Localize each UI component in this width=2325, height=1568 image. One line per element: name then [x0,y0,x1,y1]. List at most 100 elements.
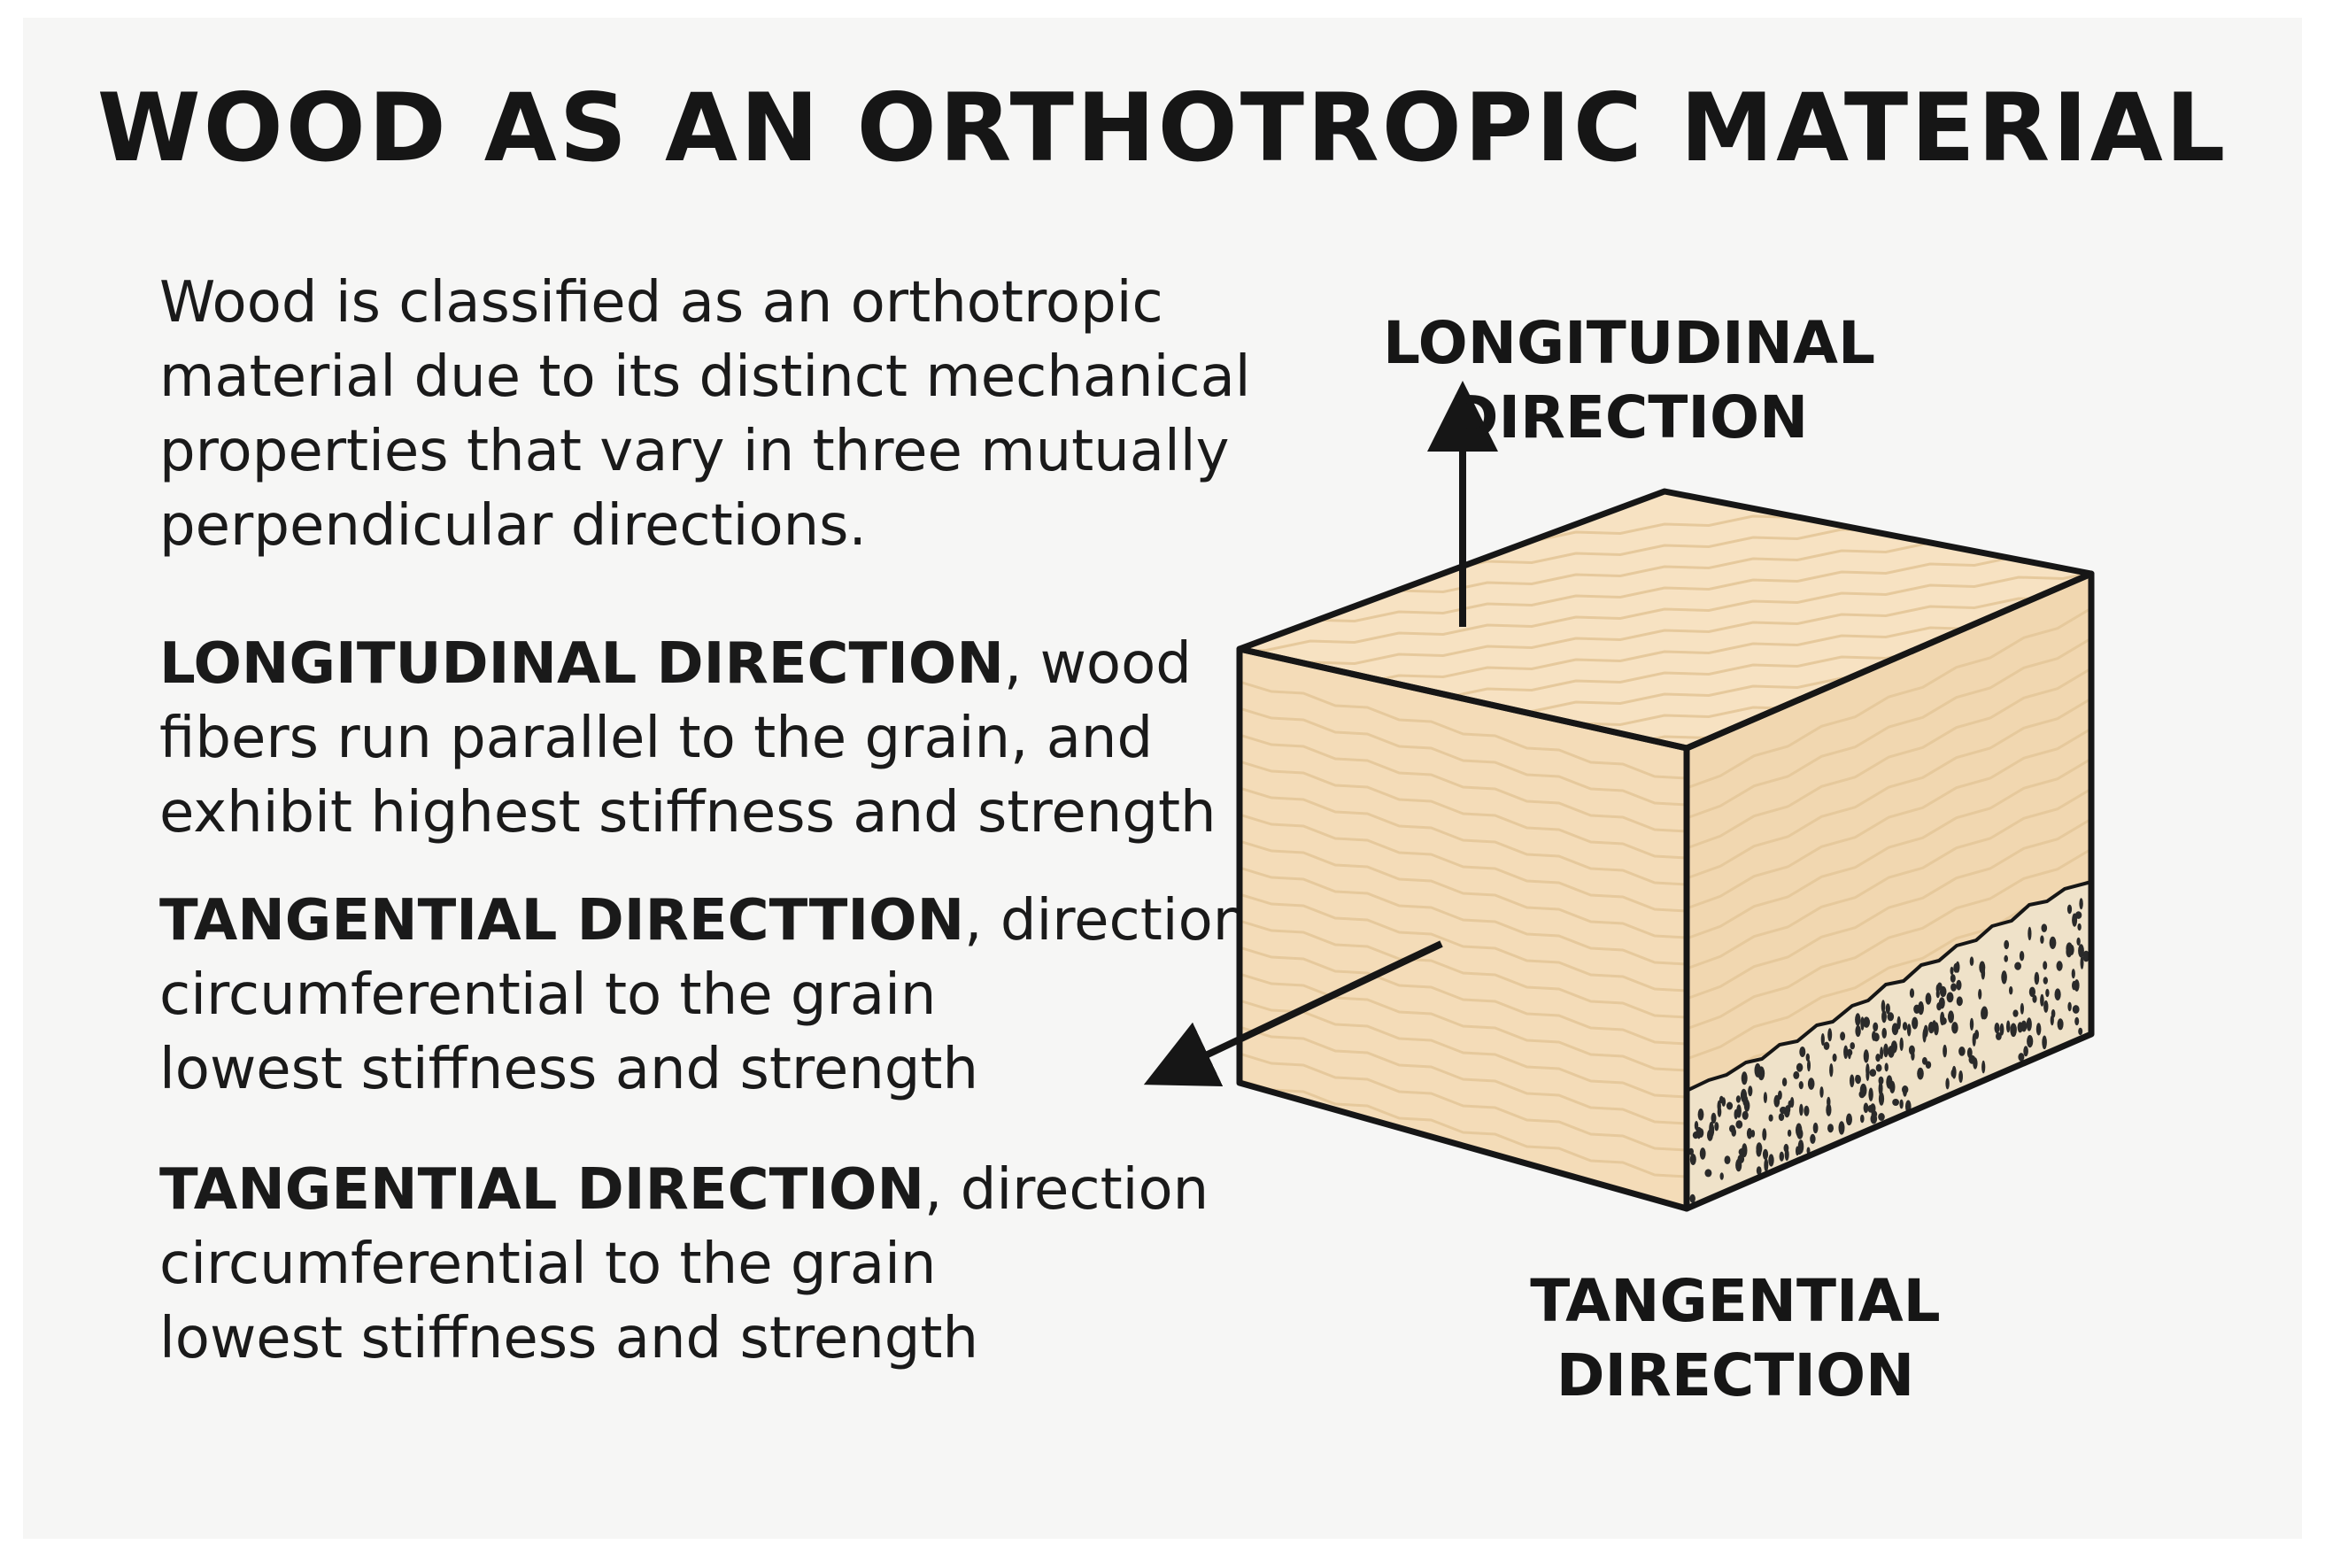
end-grain-pore [1810,1133,1816,1144]
end-grain-pore [1850,1042,1855,1050]
end-grain-pore [1736,1104,1742,1118]
end-grain-pore [1908,1045,1915,1055]
end-grain-pore [1807,1078,1815,1090]
end-grain-pore [1754,1062,1761,1078]
end-grain-pore [1996,1031,2002,1040]
longitudinal-desc-line: fibers run parallel to the grain, and [159,706,1154,771]
longitudinal-desc-line: exhibit highest stiffness and strength [159,780,1217,846]
grain-line [1240,892,1687,993]
end-grain-pore [1778,1090,1782,1101]
end-grain-pore [1981,1006,1989,1020]
end-grain-pore [1958,1070,1964,1083]
end-grain-pore [1950,966,1954,976]
end-grain-pore [1938,997,1945,1009]
end-grain-pore [1918,1000,1925,1016]
end-grain-pore [2066,904,2073,915]
end-grain-pore [1746,1128,1753,1139]
end-grain-pore [2009,985,2013,995]
end-grain-pore [1889,1080,1896,1093]
end-grain-pore [2079,898,2083,910]
end-grain-pore [1979,961,1986,974]
wood-top-face [1240,491,2091,748]
end-grain-pore [1704,1169,1712,1178]
end-grain-pore [2014,962,2022,970]
grain-line [1240,786,1687,886]
longitudinal-direction-label: LONGITUDINAL DIRECTION [1346,306,1912,455]
end-grain-pore [2074,1016,2080,1026]
end-grain-pore [1951,1022,1958,1034]
end-grain-pore [1855,1013,1861,1026]
end-grain-pore [1762,1128,1767,1141]
grain-line [1687,727,2091,910]
grain-line [1687,606,2091,790]
end-grain-pore [2077,923,2082,931]
tangential-description-2: TANGENTIAL DIRECTION, direction circumfe… [159,1153,1310,1376]
end-grain-pore [1709,1121,1714,1136]
tangential-arrow [1143,940,1443,1087]
grain-line [1240,1078,1687,1178]
end-grain-pore [2028,926,2032,941]
end-grain-fill [1687,879,2091,1209]
end-grain-pore [1696,1128,1702,1139]
end-grain-pore [1694,1121,1699,1131]
end-grain-pore [1902,1022,1908,1031]
end-grain-pore [2076,937,2081,946]
end-grain-pore [1781,1078,1788,1087]
tangential-desc-text: , direction [964,888,1249,954]
grain-line [1240,946,1687,1046]
end-grain-pore [1934,1022,1939,1036]
end-grain-pore [2071,969,2075,979]
end-grain-pore [2023,1046,2028,1057]
end-grain-pore [1969,1017,1974,1031]
end-grain-pore [1860,1114,1865,1124]
end-grain-pore [1878,1076,1884,1085]
end-grain-pore [1880,1047,1884,1060]
end-grain-pore [1906,1023,1912,1037]
end-grain-pore [1741,1071,1748,1085]
end-grain-pore [1793,1070,1800,1079]
end-grain-pore [1780,1106,1787,1115]
end-grain-pore [1903,1085,1907,1097]
grain-line [1240,707,1687,807]
grain-line [1240,546,2091,632]
grain-line [1240,999,1687,1099]
end-grain-pore [1843,1045,1849,1060]
longitudinal-desc-line: LONGITUDINAL DIRECTION, wood [159,627,1310,701]
end-grain-pore [2078,944,2084,958]
end-grain-pore [1950,1069,1956,1078]
tangential-description-1: TANGENTIAL DIRECTTION, direction circumf… [159,884,1310,1107]
end-grain-pore [2012,1009,2019,1017]
grain-line [1240,1025,1687,1125]
end-grain-pore [2043,1000,2049,1013]
end-grain-pore [1867,1105,1873,1113]
end-grain-pore [1719,1172,1724,1180]
intro-line: material due to its distinct mechanical [159,344,1251,410]
end-grain-pore [1799,1047,1806,1057]
end-grain-pore [1764,1158,1769,1172]
end-grain-pore [1909,988,1915,999]
end-grain-pore [1873,1022,1879,1032]
grain-line [1240,813,1687,913]
intro-line: properties that vary in three mutually [159,419,1230,484]
longitudinal-desc-text: , wood [1003,631,1192,697]
end-grain-pore [1855,1074,1860,1084]
grain-line [1240,1052,1687,1152]
end-grain-pore [2004,939,2010,950]
end-grain-pore [1829,1063,1834,1078]
grain-line [1240,919,1687,1019]
end-grain-pore [2043,961,2048,970]
end-grain-pore [1768,1154,1774,1167]
end-grain-pore [1887,1012,1895,1022]
end-grain-pore [1742,1110,1749,1120]
end-grain-pore [1912,1016,1919,1030]
end-grain-pore [1966,1047,1973,1059]
end-grain-pore [1925,1061,1932,1069]
grain-line [1240,760,1687,860]
end-grain-pore [1697,1108,1704,1121]
end-grain-pore [1950,983,1957,992]
end-grain-pore [2042,1035,2047,1050]
end-grain-pore [2056,961,2063,971]
grain-line [1687,697,2091,880]
intro-line: Wood is classified as an orthotropic [159,270,1163,336]
intro-line: perpendicular directions. [159,493,867,559]
